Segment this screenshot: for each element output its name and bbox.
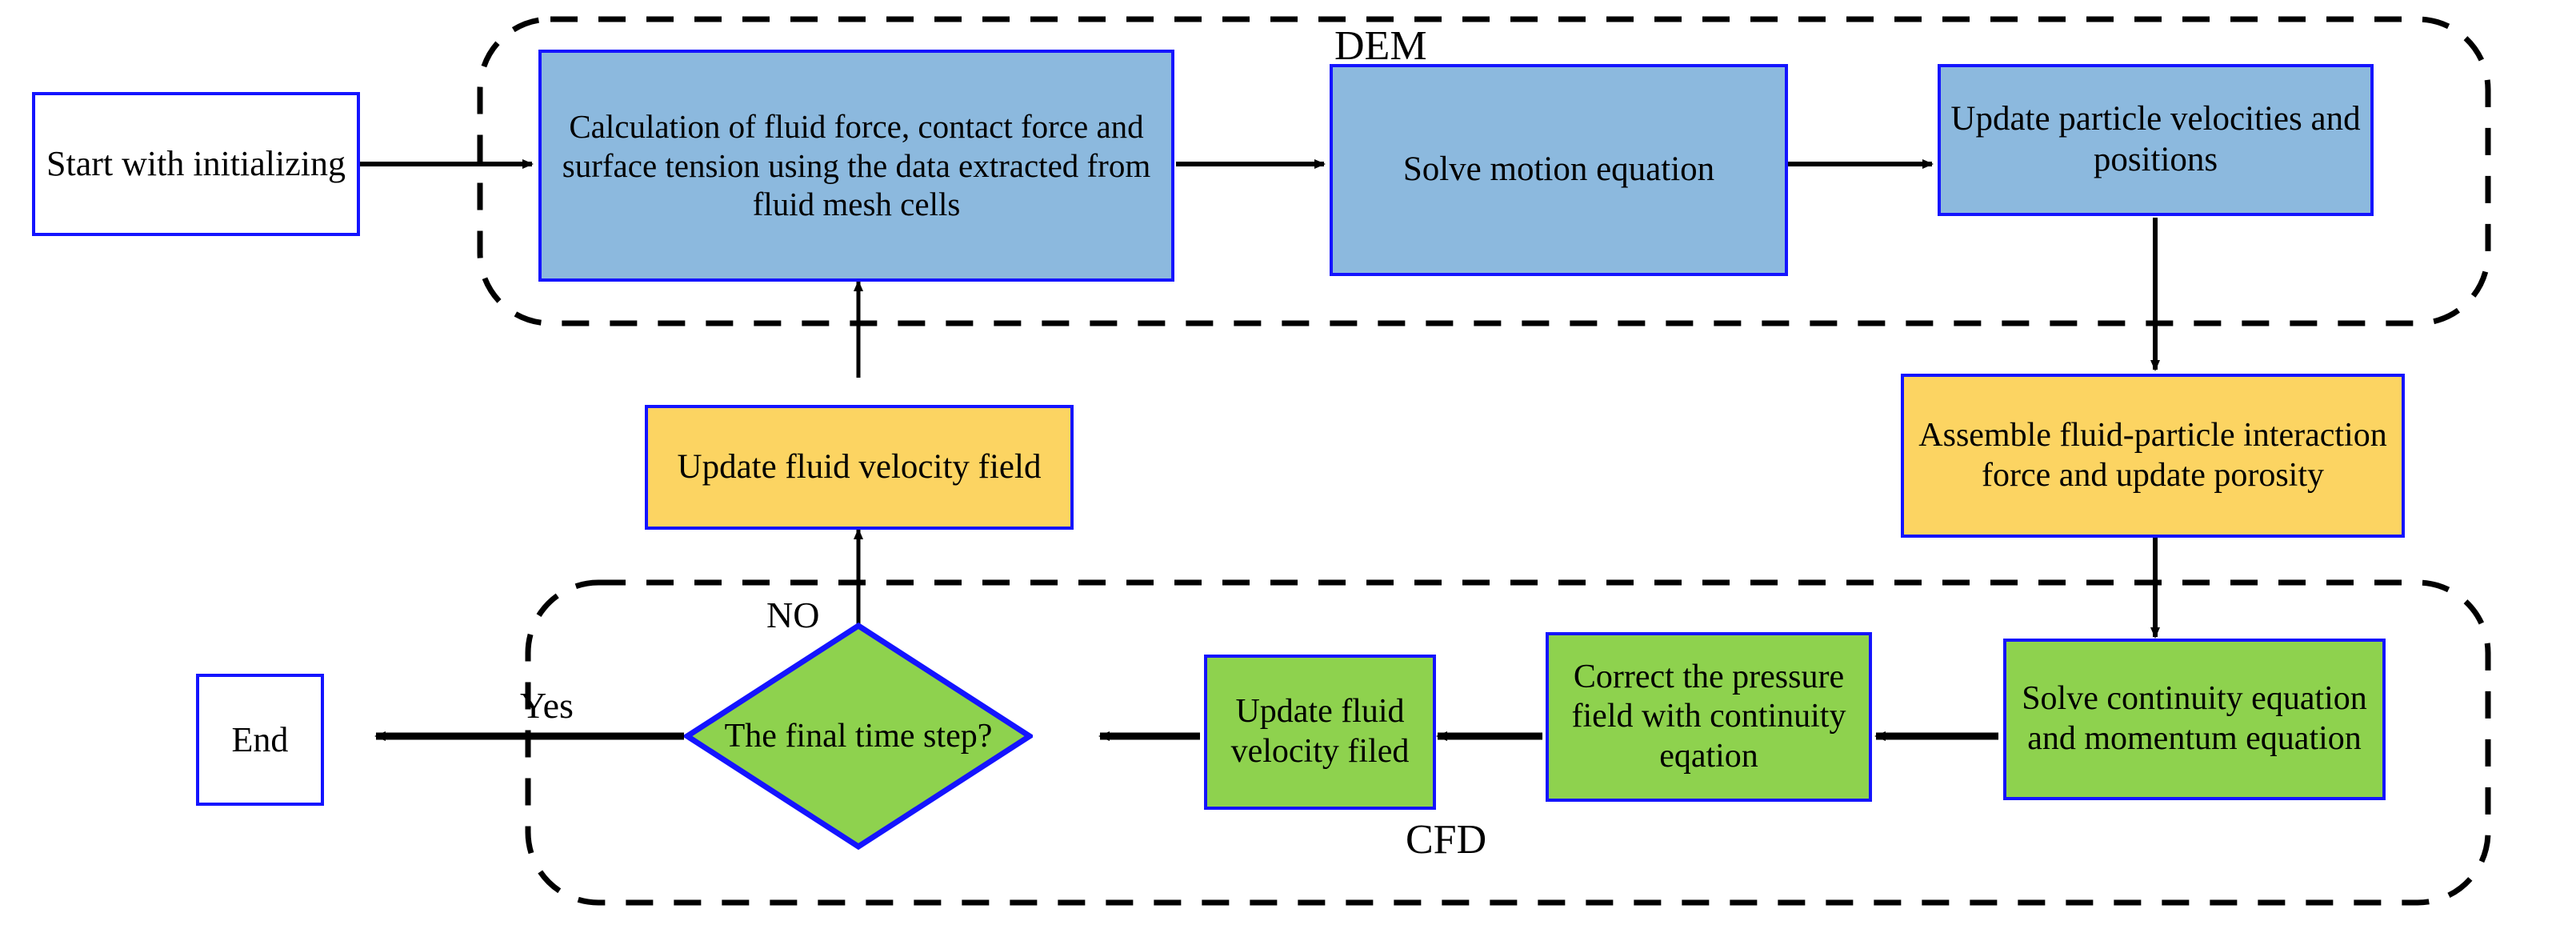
node-assemble-force-label: Assemble fluid-particle interaction forc… [1918, 416, 2387, 494]
node-update-fluid-filed[interactable]: Update fluid velocity filed [1204, 655, 1436, 810]
node-update-particle-label: Update particle velocities and positions [1950, 100, 2361, 178]
node-assemble-force[interactable]: Assemble fluid-particle interaction forc… [1901, 374, 2405, 538]
node-end-label: End [231, 719, 289, 759]
node-solve-continuity[interactable]: Solve continuity equation and momentum e… [2003, 639, 2386, 800]
diamond-shape [682, 622, 1035, 851]
node-solve-motion[interactable]: Solve motion equation [1330, 64, 1788, 276]
dem-group-label: DEM [1334, 22, 1427, 70]
node-correct-pressure[interactable]: Correct the pressure field with continui… [1546, 632, 1872, 802]
node-final-time-step[interactable]: The final time step? [682, 622, 1035, 851]
node-correct-pressure-label: Correct the pressure field with continui… [1571, 658, 1846, 775]
node-final-time-step-label: The final time step? [724, 717, 993, 755]
node-calc-forces-label: Calculation of fluid force, contact forc… [562, 108, 1151, 223]
node-update-fluid-velocity[interactable]: Update fluid velocity field [645, 405, 1074, 530]
node-solve-continuity-label: Solve continuity equation and momentum e… [2022, 680, 2367, 757]
node-update-particle[interactable]: Update particle velocities and positions [1938, 64, 2374, 216]
node-solve-motion-label: Solve motion equation [1402, 150, 1715, 189]
node-update-fluid-velocity-label: Update fluid velocity field [677, 447, 1042, 486]
edge-label-yes-text: Yes [520, 685, 574, 726]
node-start[interactable]: Start with initializing [32, 92, 360, 236]
edge-label-no-text: NO [766, 595, 820, 635]
edge-label-no: NO [766, 594, 819, 636]
cfd-group-label-text: CFD [1406, 817, 1487, 863]
cfd-group-label: CFD [1406, 816, 1486, 863]
cfd-group-outline [525, 579, 2491, 906]
dem-group-label-text: DEM [1334, 23, 1427, 69]
node-start-label: Start with initializing [46, 144, 346, 184]
node-calc-forces[interactable]: Calculation of fluid force, contact forc… [538, 50, 1174, 282]
dem-group-outline [477, 16, 2491, 326]
edge-label-yes: Yes [520, 684, 574, 727]
node-update-fluid-filed-label: Update fluid velocity filed [1230, 693, 1410, 770]
node-end[interactable]: End [196, 674, 324, 806]
